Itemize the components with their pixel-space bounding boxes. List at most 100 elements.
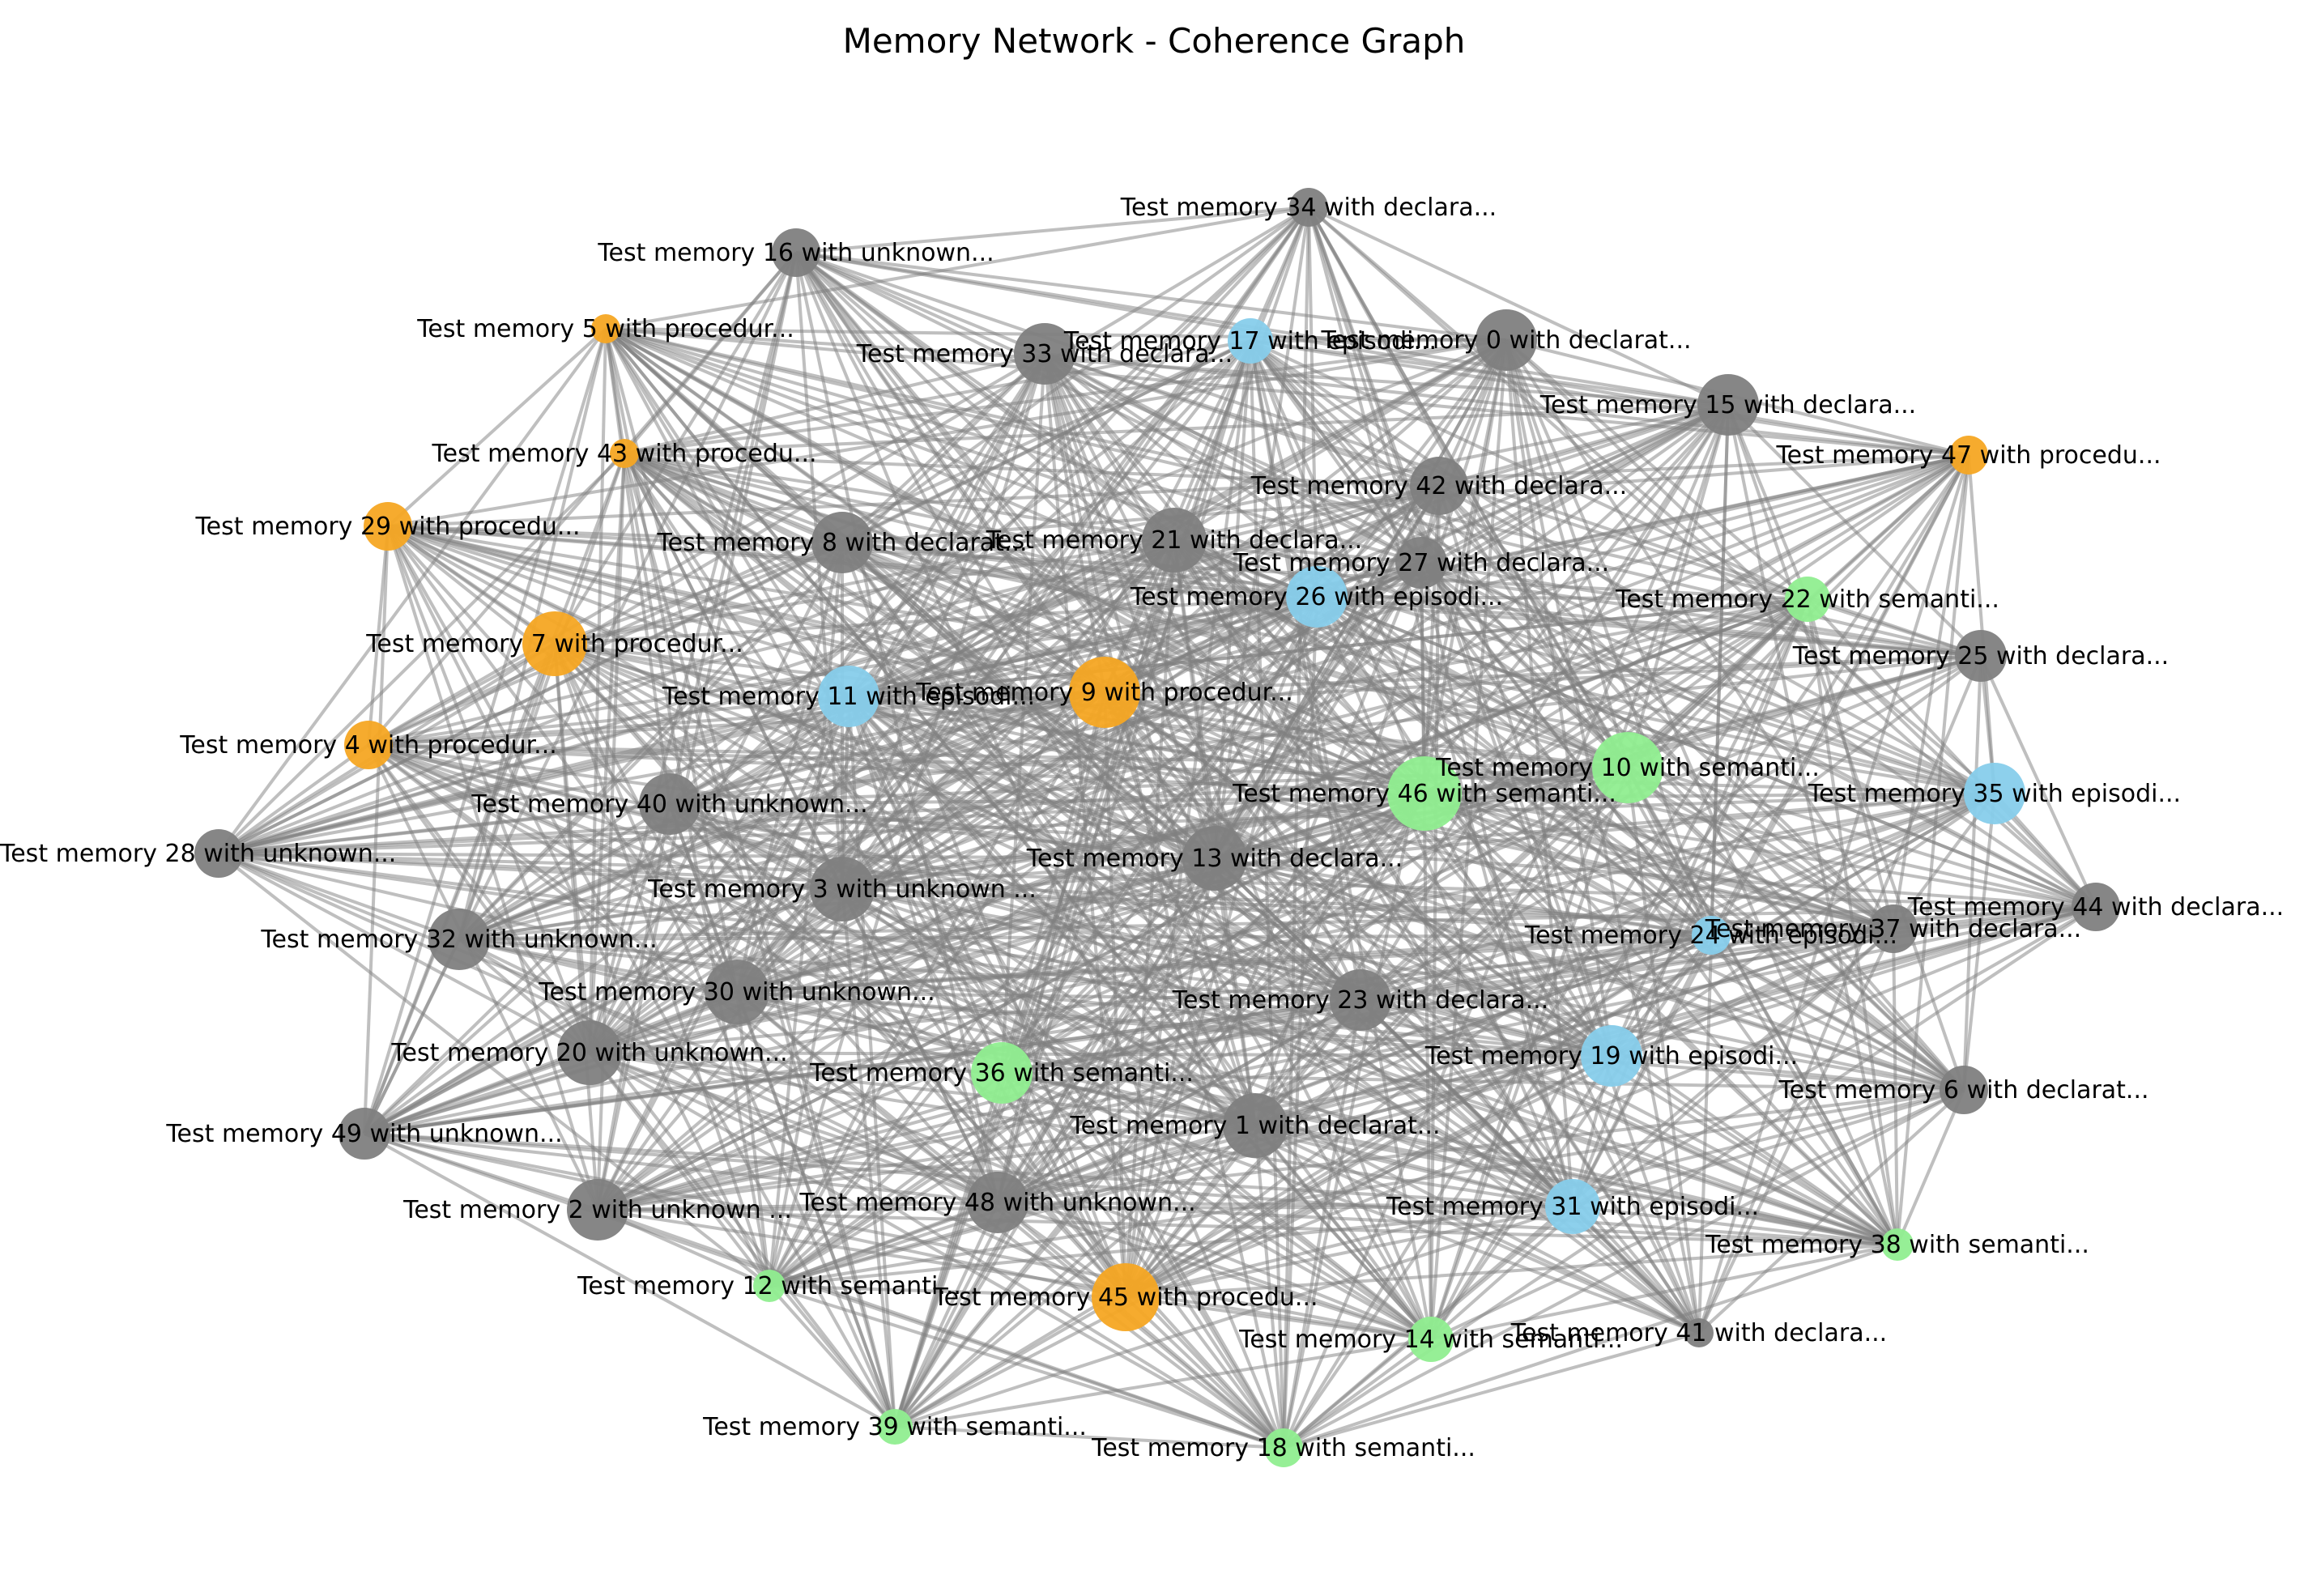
- node-memory-23[interactable]: [1330, 969, 1391, 1031]
- edge-18-26: [1282, 596, 1318, 1449]
- node-memory-11[interactable]: [818, 666, 879, 727]
- edge-15-43: [624, 403, 1729, 455]
- node-memory-21[interactable]: [1142, 508, 1207, 572]
- edge-18-40: [668, 802, 1285, 1449]
- edge-2-34: [596, 206, 1310, 1211]
- node-memory-30[interactable]: [705, 960, 769, 1024]
- node-memory-31[interactable]: [1545, 1179, 1600, 1234]
- node-memory-34[interactable]: [1289, 188, 1328, 227]
- node-memory-47[interactable]: [1949, 436, 1988, 475]
- node-memory-15[interactable]: [1697, 374, 1759, 436]
- node-label-memory-44: Test memory 44 with declara...: [1907, 893, 2284, 921]
- node-memory-42[interactable]: [1410, 457, 1468, 515]
- node-memory-28[interactable]: [194, 829, 243, 878]
- node-memory-4[interactable]: [344, 721, 393, 769]
- node-memory-24[interactable]: [1692, 916, 1731, 955]
- edge-21-49: [363, 538, 1176, 1135]
- node-memory-38[interactable]: [1881, 1228, 1914, 1261]
- edge-45-46: [1124, 792, 1426, 1299]
- node-memory-16[interactable]: [772, 228, 820, 277]
- node-label-memory-15: Test memory 15 with declara...: [1539, 391, 1916, 419]
- edge-33-43: [624, 352, 1045, 455]
- edge-31-41: [1571, 1205, 1701, 1334]
- edge-7-20: [553, 643, 591, 1053]
- node-label-memory-0: Test memory 0 with declarat...: [1320, 326, 1691, 355]
- node-memory-20[interactable]: [557, 1020, 622, 1085]
- node-memory-5[interactable]: [591, 314, 620, 343]
- node-label-memory-4: Test memory 4 with procedur...: [179, 731, 557, 760]
- node-memory-25[interactable]: [1955, 630, 2007, 682]
- node-memory-6[interactable]: [1940, 1066, 1988, 1114]
- node-memory-39[interactable]: [877, 1409, 913, 1445]
- edge-38-43: [623, 452, 1899, 1246]
- edge-31-38: [1572, 1205, 1898, 1246]
- edge-34-39: [893, 206, 1310, 1428]
- node-memory-37[interactable]: [1869, 904, 1918, 953]
- edge-31-47: [1571, 454, 1970, 1207]
- edge-22-44: [1806, 598, 2097, 909]
- node-memory-17[interactable]: [1228, 318, 1273, 364]
- node-memory-43[interactable]: [610, 439, 639, 468]
- node-memory-36[interactable]: [971, 1042, 1033, 1104]
- node-memory-44[interactable]: [2072, 883, 2120, 931]
- edge-20-28: [218, 852, 590, 1054]
- node-label-memory-28: Test memory 28 with unknown...: [0, 840, 396, 868]
- node-memory-49[interactable]: [339, 1108, 390, 1160]
- edge-27-32: [458, 561, 1422, 941]
- node-memory-1[interactable]: [1223, 1093, 1288, 1158]
- node-memory-32[interactable]: [428, 909, 490, 970]
- node-memory-35[interactable]: [1964, 763, 2025, 824]
- edge-27-28: [218, 561, 1422, 855]
- edge-9-38: [1103, 691, 1899, 1246]
- node-memory-9[interactable]: [1069, 657, 1140, 728]
- node-memory-33[interactable]: [1014, 323, 1075, 385]
- node-memory-19[interactable]: [1581, 1025, 1642, 1087]
- node-memory-41[interactable]: [1684, 1318, 1714, 1347]
- node-memory-10[interactable]: [1592, 732, 1663, 803]
- node-label-memory-9: Test memory 9 with procedur...: [915, 679, 1293, 707]
- edge-24-39: [893, 934, 1713, 1428]
- node-memory-40[interactable]: [639, 773, 700, 835]
- node-memory-26[interactable]: [1286, 566, 1348, 628]
- edge-5-34: [605, 206, 1309, 330]
- node-memory-22[interactable]: [1785, 577, 1830, 622]
- edge-2-4: [367, 744, 599, 1211]
- node-memory-48[interactable]: [967, 1172, 1028, 1233]
- edge-14-16: [794, 251, 1433, 1341]
- edge-34-40: [668, 206, 1310, 806]
- node-memory-18[interactable]: [1264, 1428, 1303, 1467]
- edge-39-48: [893, 1202, 999, 1428]
- edge-16-46: [794, 251, 1426, 795]
- edge-16-20: [588, 252, 798, 1053]
- node-memory-27[interactable]: [1395, 537, 1447, 589]
- edge-18-38: [1283, 1243, 1898, 1449]
- edge-26-34: [1307, 206, 1318, 598]
- node-memory-2[interactable]: [567, 1179, 628, 1241]
- edge-20-31: [589, 1051, 1573, 1208]
- edge-35-42: [1438, 484, 1995, 795]
- edge-17-45: [1124, 340, 1252, 1298]
- node-memory-7[interactable]: [522, 611, 587, 676]
- edge-38-49: [364, 1132, 1898, 1246]
- edge-41-47: [1697, 454, 1970, 1334]
- node-label-memory-34: Test memory 34 with declara...: [1120, 194, 1497, 222]
- node-memory-45[interactable]: [1092, 1263, 1160, 1331]
- node-memory-46[interactable]: [1387, 756, 1462, 831]
- edge-33-44: [1044, 352, 2097, 909]
- node-label-memory-12: Test memory 12 with semanti...: [577, 1272, 961, 1300]
- edge-29-49: [363, 526, 390, 1134]
- node-memory-13[interactable]: [1182, 826, 1247, 891]
- edge-32-33: [458, 352, 1046, 941]
- edge-33-45: [1043, 353, 1127, 1298]
- node-memory-0[interactable]: [1476, 309, 1537, 371]
- node-memory-3[interactable]: [810, 857, 875, 921]
- edge-33-37: [1043, 352, 1895, 930]
- edge-37-48: [997, 927, 1894, 1204]
- node-memory-29[interactable]: [364, 502, 412, 551]
- node-memory-14[interactable]: [1408, 1317, 1454, 1362]
- node-memory-12[interactable]: [753, 1270, 786, 1302]
- node-memory-8[interactable]: [811, 512, 873, 573]
- edge-15-38: [1727, 404, 1899, 1245]
- node-label-memory-3: Test memory 3 with unknown ...: [647, 875, 1037, 904]
- node-label-memory-14: Test memory 14 with semanti...: [1238, 1326, 1623, 1354]
